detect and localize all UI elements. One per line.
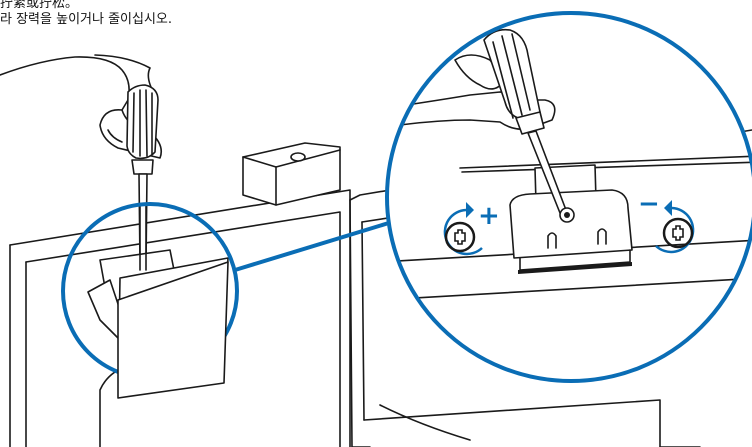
screwdriver-icon (127, 85, 158, 265)
monitor-stand-bracket (243, 143, 340, 205)
callout-connector (235, 222, 392, 270)
plus-sign: + (478, 201, 500, 231)
minus-sign: − (638, 189, 660, 219)
screw-head-icon (560, 208, 574, 222)
zoom-detail-circle (380, 13, 752, 381)
